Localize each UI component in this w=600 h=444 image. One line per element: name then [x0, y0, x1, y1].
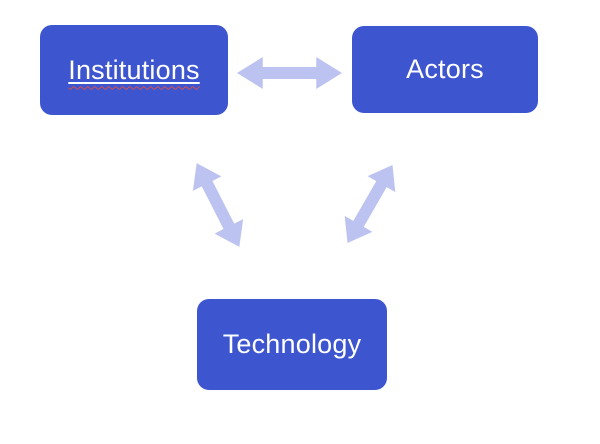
- node-technology: Technology: [197, 299, 387, 390]
- node-technology-label: Technology: [222, 329, 362, 359]
- node-institutions: Institutions: [40, 25, 228, 115]
- spellcheck-squiggle: Institutions: [68, 55, 199, 86]
- double-arrow-actors-technology-icon: [333, 157, 407, 252]
- double-arrow-institutions-technology-icon: [182, 155, 255, 254]
- node-institutions-label: Institutions: [68, 54, 200, 85]
- node-actors: Actors: [352, 26, 538, 113]
- node-actors-label: Actors: [406, 54, 484, 84]
- double-arrow-institutions-actors-icon: [237, 56, 342, 90]
